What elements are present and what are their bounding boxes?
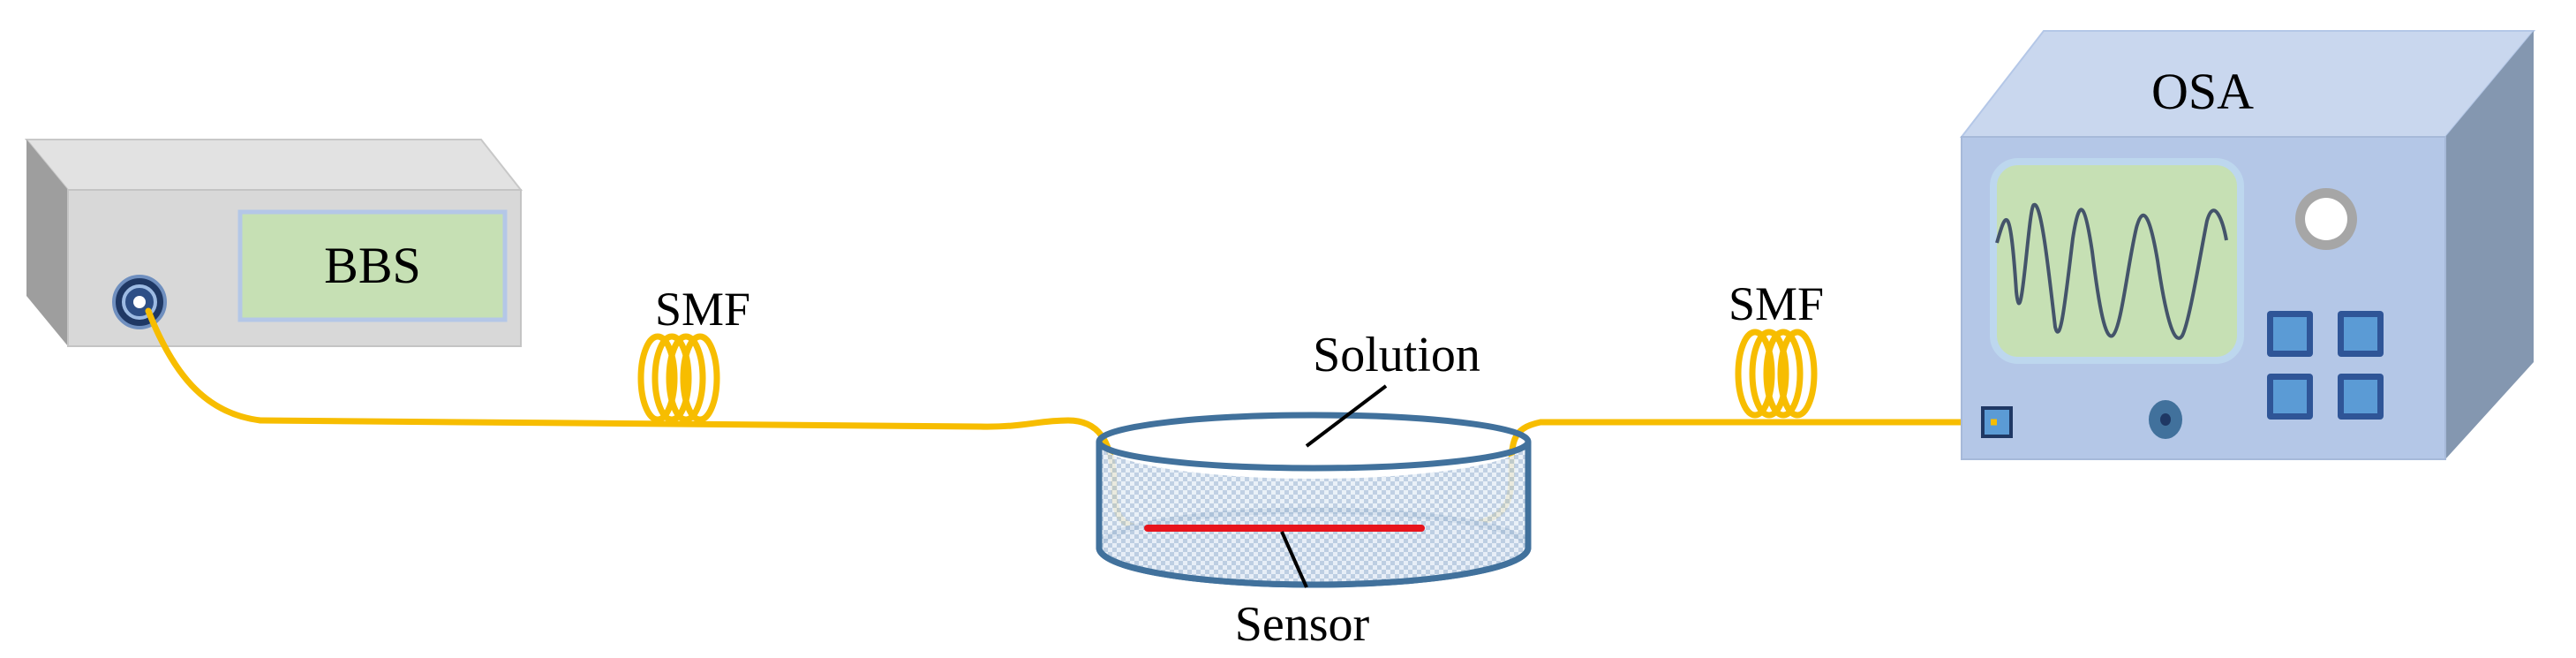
smf-left-label: SMF: [655, 283, 750, 336]
osa-round-connector-hole: [2160, 413, 2171, 426]
fiber-left-run: [257, 417, 1118, 480]
solution-volume: [1099, 442, 1528, 585]
osa-side-face: [2445, 31, 2534, 459]
smf-coil-left: [637, 333, 720, 423]
osa-button-face: [2344, 317, 2377, 351]
osa-waveform: [1995, 202, 2228, 340]
osa-button-face: [2344, 380, 2377, 413]
solution-callout-line: [1305, 384, 1388, 448]
bbs-top-face-bevel: [24, 139, 523, 191]
osa-knob-face: [2305, 198, 2347, 240]
sensor-label: Sensor: [1235, 597, 1370, 652]
sensor-callout-line: [1280, 531, 1308, 588]
fiber-bbs-lead: [145, 307, 264, 424]
osa-screen: [1990, 158, 2244, 364]
osa-input-port: [1981, 406, 2013, 438]
osa-button-grid: [2267, 311, 2384, 420]
bbs-left-face: [26, 140, 68, 346]
bbs-device: BBS: [24, 139, 523, 347]
bbs-screen: [237, 209, 508, 322]
osa-button-face: [2273, 380, 2307, 413]
smf-right-label: SMF: [1729, 277, 1824, 330]
osa-label: OSA: [2151, 63, 2254, 120]
osa-device: OSA: [1959, 30, 2536, 460]
dish-floor-front: [1096, 547, 1532, 588]
osa-button-face: [2273, 317, 2307, 351]
smf-coil-right: [1735, 329, 1818, 419]
bbs-label: BBS: [324, 237, 421, 294]
dish-rim: [1096, 412, 1532, 472]
bbs-output-port: [112, 275, 167, 329]
solution-label: Solution: [1313, 328, 1480, 382]
